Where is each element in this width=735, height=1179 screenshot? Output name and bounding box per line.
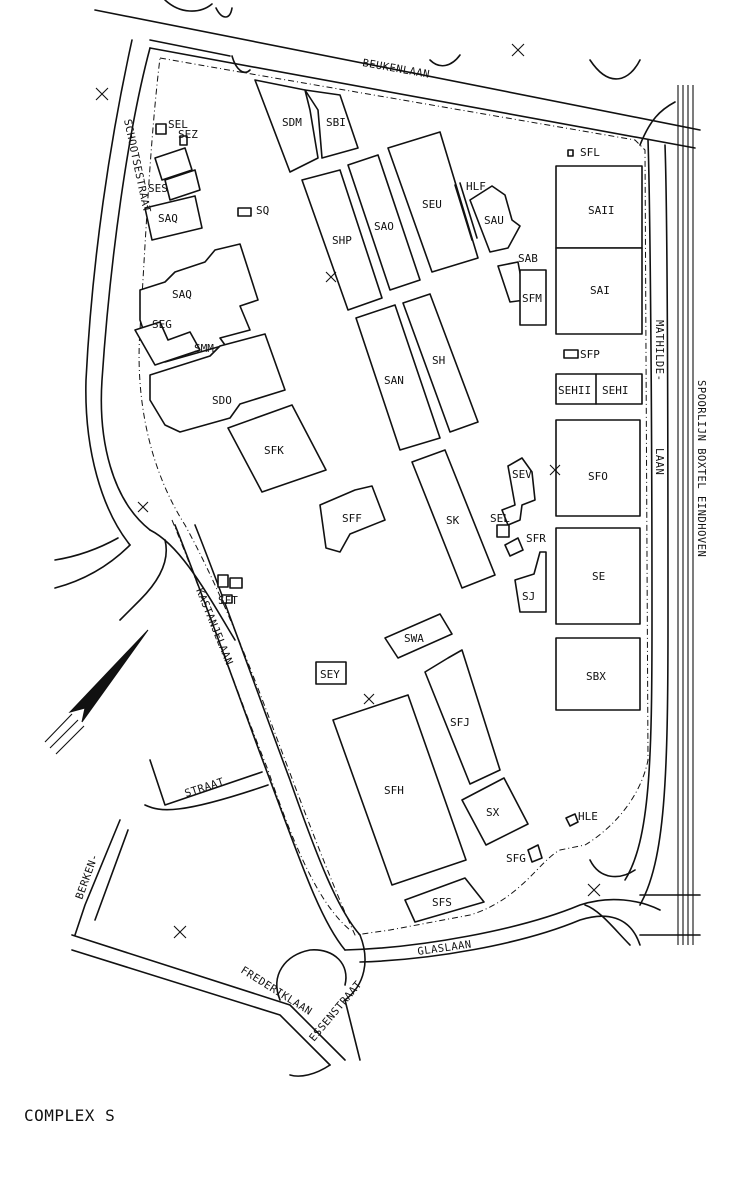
label-sev: SEV bbox=[512, 468, 532, 481]
label-sao: SAO bbox=[374, 220, 394, 233]
label-sau: SAU bbox=[484, 214, 504, 227]
label-sfo: SFO bbox=[588, 470, 608, 483]
label-sey: SEY bbox=[320, 668, 340, 681]
street-spoorlijn: SPOORLIJN BOXTEL EINDHOVEN bbox=[695, 380, 707, 557]
survey-markers bbox=[95, 43, 601, 939]
label-sfh: SFH bbox=[384, 784, 404, 797]
label-ses: SES bbox=[148, 182, 168, 195]
label-se: SE bbox=[592, 570, 605, 583]
street-laan: LAAN bbox=[653, 448, 665, 475]
label-sa2: SAII bbox=[588, 204, 615, 217]
label-saq-1: SAQ bbox=[158, 212, 178, 225]
railway bbox=[677, 85, 694, 945]
label-sbx: SBX bbox=[586, 670, 606, 683]
label-sel: SEL bbox=[168, 118, 188, 131]
label-seg: SEG bbox=[152, 318, 172, 331]
label-sab: SAB bbox=[518, 252, 538, 265]
label-sdo: SDO bbox=[212, 394, 232, 407]
label-sh: SH bbox=[432, 354, 445, 367]
label-sez: SEZ bbox=[178, 128, 198, 141]
street-mathilde: MATHILDE- bbox=[653, 320, 665, 381]
road-network bbox=[54, 0, 701, 1077]
label-sdm: SDM bbox=[282, 116, 302, 129]
north-arrow-icon bbox=[44, 629, 149, 755]
building-labels: SDM SBI SEL SEZ SES SAQ SQ SHP SAO SEU H… bbox=[148, 116, 629, 909]
label-sfj: SFJ bbox=[450, 716, 470, 729]
label-sfk: SFK bbox=[264, 444, 284, 457]
building-sel-small bbox=[155, 123, 167, 135]
label-saq-2: SAQ bbox=[172, 288, 192, 301]
label-swa: SWA bbox=[404, 632, 424, 645]
label-san: SAN bbox=[384, 374, 404, 387]
street-beukenlaan: BEUKENLAAN bbox=[361, 57, 430, 81]
label-sj: SJ bbox=[522, 590, 535, 603]
label-sfg: SFG bbox=[506, 852, 526, 865]
street-essenstraat: ESSENSTRAAT bbox=[307, 979, 365, 1044]
street-frederiklaan: FREDERIKLAAN bbox=[238, 964, 314, 1018]
buildings bbox=[134, 79, 643, 923]
label-sfs: SFS bbox=[432, 896, 452, 909]
map-caption: COMPLEX S bbox=[24, 1106, 116, 1125]
label-sa1: SAI bbox=[590, 284, 610, 297]
complex-boundary bbox=[138, 57, 649, 936]
label-seu: SEU bbox=[422, 198, 442, 211]
label-hle: HLE bbox=[578, 810, 598, 823]
label-seh1: SEHI bbox=[602, 384, 629, 397]
label-sq: SQ bbox=[256, 204, 269, 217]
label-smm: SMM bbox=[194, 342, 214, 355]
label-sbi: SBI bbox=[326, 116, 346, 129]
label-sfm: SFM bbox=[522, 292, 542, 305]
label-sff: SFF bbox=[342, 512, 362, 525]
label-sft: SFT bbox=[218, 594, 238, 607]
label-sel-2: SEL bbox=[490, 512, 510, 525]
label-shp: SHP bbox=[332, 234, 352, 247]
label-sfr: SFR bbox=[526, 532, 546, 545]
street-straat: STRAAT bbox=[183, 776, 226, 800]
label-sfl: SFL bbox=[580, 146, 600, 159]
label-sfp: SFP bbox=[580, 348, 600, 361]
label-seh2: SEHII bbox=[558, 384, 591, 397]
label-hlf: HLF bbox=[466, 180, 486, 193]
label-sx: SX bbox=[486, 806, 500, 819]
label-sk: SK bbox=[446, 514, 460, 527]
